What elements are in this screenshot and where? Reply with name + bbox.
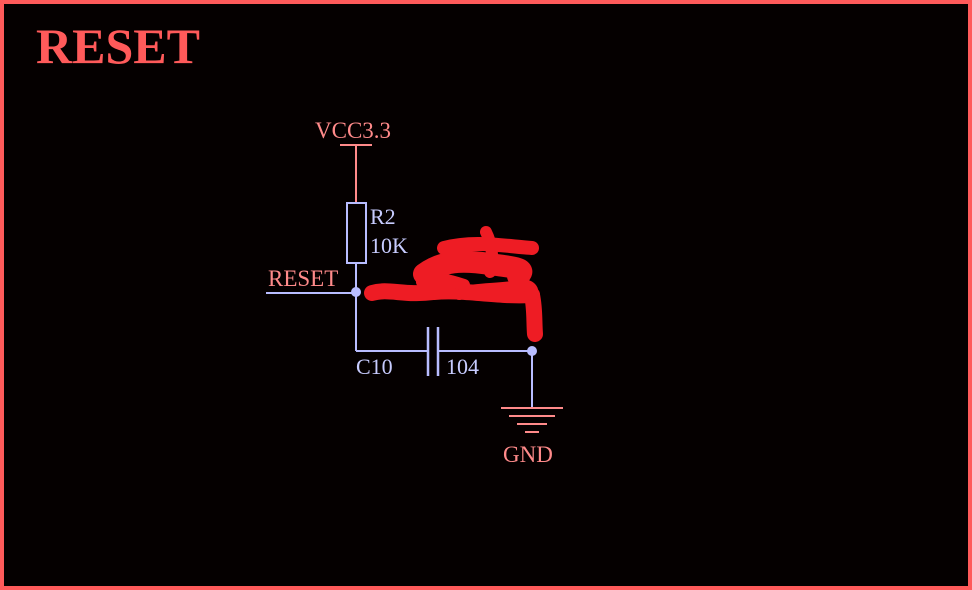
reset-net-label: RESET <box>268 266 338 291</box>
resistor-value-label: 10K <box>370 233 408 258</box>
page-title: RESET <box>36 18 200 74</box>
vcc-label: VCC3.3 <box>315 118 391 143</box>
resistor-ref-label: R2 <box>370 204 396 229</box>
ground-label: GND <box>503 442 553 467</box>
ground-symbol <box>501 407 563 433</box>
resistor-r2 <box>346 202 367 292</box>
vcc-power-symbol <box>340 144 372 202</box>
capacitor-wire <box>355 292 532 352</box>
reset-circuit-schematic: VCC3.3 R2 10K RESET C10 104 <box>266 118 563 467</box>
capacitor-ref-label: C10 <box>356 354 393 379</box>
capacitor-c10 <box>426 327 440 376</box>
capacitor-value-label: 104 <box>446 354 479 379</box>
red-scribble-annotation <box>364 226 543 342</box>
